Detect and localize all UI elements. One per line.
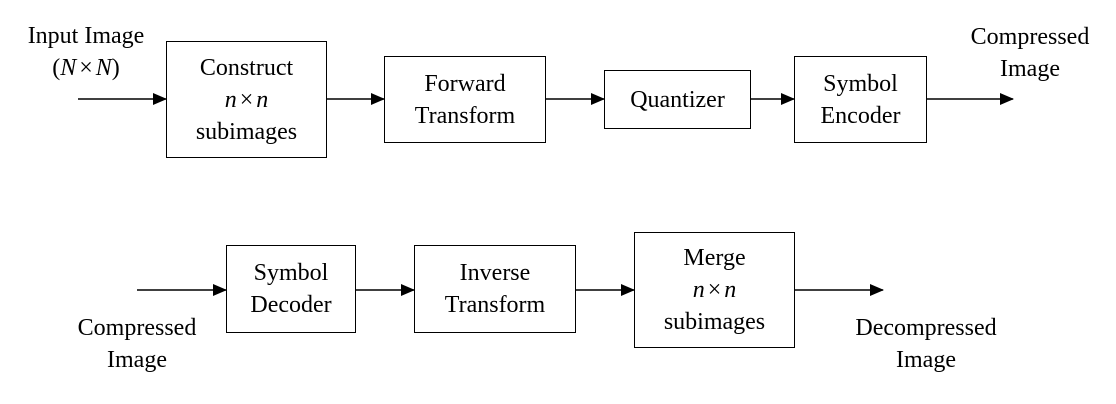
decompressed-line2: Image xyxy=(896,347,956,373)
construct-dims-left: n xyxy=(224,86,237,113)
construct-subimages-box: Construct n×n subimages xyxy=(166,41,327,158)
merge-dims: n×n xyxy=(693,274,737,306)
merge-subimages-box: Merge n×n subimages xyxy=(634,232,795,348)
merge-dims-left: n xyxy=(692,277,705,303)
symbol-encoder-box: Symbol Encoder xyxy=(794,56,927,143)
input-image-label: Input Image (N×N) xyxy=(6,20,166,84)
merge-dims-times: × xyxy=(707,277,722,303)
decompressed-image-label: Decompressed Image xyxy=(826,312,1026,376)
inverse-transform-line2: Transform xyxy=(444,292,546,318)
symbol-decoder-line1: Symbol xyxy=(253,260,329,286)
input-image-label-line1: Input Image xyxy=(27,23,145,49)
merge-dims-right: n xyxy=(724,277,737,303)
compressed-image-output-label: Compressed Image xyxy=(950,21,1110,85)
decompressed-line1: Decompressed xyxy=(855,315,997,341)
input-dims-close-paren: ) xyxy=(111,55,120,81)
symbol-encoder-line2: Encoder xyxy=(820,102,901,129)
merge-line3: subimages xyxy=(663,309,766,335)
construct-dims-right: n xyxy=(256,86,269,113)
quantizer-label: Quantizer xyxy=(630,86,725,113)
compressed-output-line1: Compressed xyxy=(970,24,1090,50)
inverse-transform-line1: Inverse xyxy=(459,260,531,286)
forward-transform-line1: Forward xyxy=(424,70,506,97)
construct-line3: subimages xyxy=(195,118,298,145)
inverse-transform-box: Inverse Transform xyxy=(414,245,576,333)
compressed-input-line1: Compressed xyxy=(77,315,197,341)
symbol-decoder-line2: Decoder xyxy=(250,292,332,318)
input-dims-open-paren: ( xyxy=(52,55,61,81)
quantizer-box: Quantizer xyxy=(604,70,751,129)
symbol-decoder-box: Symbol Decoder xyxy=(226,245,356,333)
input-dims-right-var: N xyxy=(95,55,112,81)
forward-transform-line2: Transform xyxy=(414,102,516,129)
merge-line1: Merge xyxy=(683,245,746,271)
construct-dims: n×n xyxy=(225,84,269,116)
input-dims-label: (N×N) xyxy=(6,52,166,84)
construct-line1: Construct xyxy=(199,54,294,81)
input-dims-left-var: N xyxy=(60,55,77,81)
compressed-input-line2: Image xyxy=(107,347,167,373)
forward-transform-box: Forward Transform xyxy=(384,56,546,143)
symbol-encoder-line1: Symbol xyxy=(823,70,898,97)
compressed-image-input-label: Compressed Image xyxy=(56,312,218,376)
construct-dims-times: × xyxy=(239,86,254,113)
compressed-output-line2: Image xyxy=(1000,56,1060,82)
input-dims-times: × xyxy=(79,55,93,81)
